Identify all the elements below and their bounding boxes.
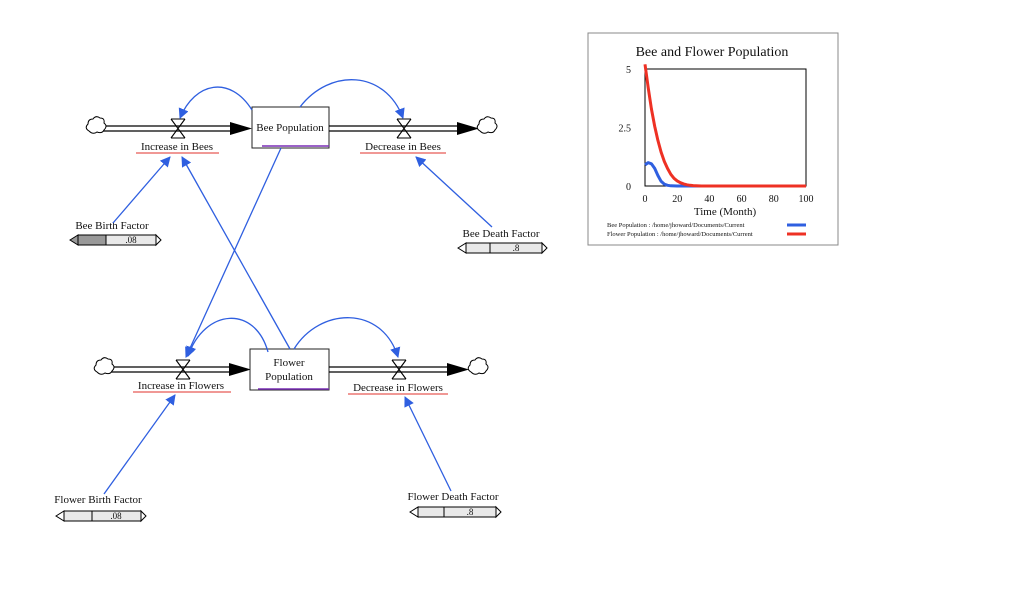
link-bee-birth-to-increase-bees [112, 156, 171, 224]
bee-birth-factor-label: Bee Birth Factor [75, 220, 149, 232]
legend-entry-label: Flower Population : /home/jhoward/Docume… [607, 231, 753, 238]
flower-source-cloud-icon [93, 357, 115, 375]
link-flower-birth-to-increase-flowers [103, 394, 176, 495]
link-flower-pop-to-increase-bees [181, 156, 291, 350]
chart-y-ticks: 02.55 [619, 65, 632, 193]
flower-population-series-line [643, 64, 806, 188]
x-tick-label: 20 [672, 194, 682, 205]
chart-x-axis-label: Time (Month) [694, 206, 757, 218]
decrease-in-flowers-valve-icon[interactable] [391, 359, 407, 380]
flower-population-label-line2: Population [265, 371, 313, 383]
bee-death-factor-slider[interactable] [457, 241, 548, 255]
sink-cloud-icon [476, 116, 498, 134]
link-bee-pop-to-increase-flowers [185, 147, 282, 358]
x-tick-label: 80 [769, 194, 779, 205]
chart-x-ticks: 0 20 40 60 80 100 [643, 194, 814, 205]
source-cloud-icon [85, 116, 107, 134]
link-bee-death-to-decrease-bees [415, 156, 493, 228]
decrease-in-flowers-pipe [329, 363, 469, 376]
decrease-in-bees-valve-icon[interactable] [396, 118, 412, 139]
flower-birth-factor-label: Flower Birth Factor [54, 494, 142, 506]
bee-birth-factor-slider[interactable] [69, 233, 162, 247]
flower-death-factor-slider[interactable] [409, 505, 502, 519]
flower-population-stock[interactable] [249, 348, 330, 391]
chart-plot-area [644, 68, 807, 187]
increase-in-flowers-label[interactable]: Increase in Flowers [138, 380, 224, 392]
flower-birth-factor-slider[interactable] [55, 509, 147, 523]
x-tick-label: 0 [643, 194, 648, 205]
x-tick-label: 40 [704, 194, 714, 205]
decrease-in-flowers-label[interactable]: Decrease in Flowers [353, 382, 443, 394]
increase-in-flowers-pipe [111, 363, 251, 376]
flower-sink-cloud-icon [467, 357, 489, 375]
chart-legend: Bee Population : /home/jhoward/Documents… [607, 222, 806, 238]
bee-birth-factor-value: .08 [125, 235, 137, 245]
increase-in-bees-label[interactable]: Increase in Bees [141, 141, 213, 153]
x-tick-label: 60 [737, 194, 747, 205]
flower-death-factor-label: Flower Death Factor [407, 491, 498, 503]
bee-death-factor-label: Bee Death Factor [463, 228, 540, 240]
link-bee-pop-to-increase-bees [178, 86, 253, 119]
link-flower-pop-to-decrease-flowers [293, 317, 401, 358]
increase-in-bees-valve-icon[interactable] [170, 118, 186, 139]
flower-death-factor-value: .8 [467, 507, 474, 517]
chart-series [643, 64, 806, 188]
bee-population-stock[interactable] [251, 106, 330, 149]
chart-title: Bee and Flower Population [636, 45, 789, 60]
flower-population-label-line1: Flower [273, 357, 305, 369]
increase-in-flowers-valve-icon[interactable] [175, 359, 191, 380]
legend-entry-label: Bee Population : /home/jhoward/Documents… [607, 222, 745, 229]
bee-death-factor-value: .8 [513, 243, 520, 253]
decrease-in-bees-label[interactable]: Decrease in Bees [365, 141, 441, 153]
bee-population-label: Bee Population [256, 122, 324, 134]
y-tick-label: 2.5 [619, 124, 632, 135]
x-tick-label: 100 [799, 194, 814, 205]
link-bee-pop-to-decrease-bees [299, 79, 405, 119]
y-tick-label: 0 [626, 182, 631, 193]
increase-in-bees-pipe [103, 122, 252, 135]
y-tick-label: 5 [626, 65, 631, 76]
link-flower-death-to-decrease-flowers [404, 396, 452, 492]
decrease-in-bees-pipe [329, 122, 479, 135]
link-flower-pop-to-increase-flowers [186, 317, 269, 357]
flower-birth-factor-value: .08 [110, 511, 122, 521]
